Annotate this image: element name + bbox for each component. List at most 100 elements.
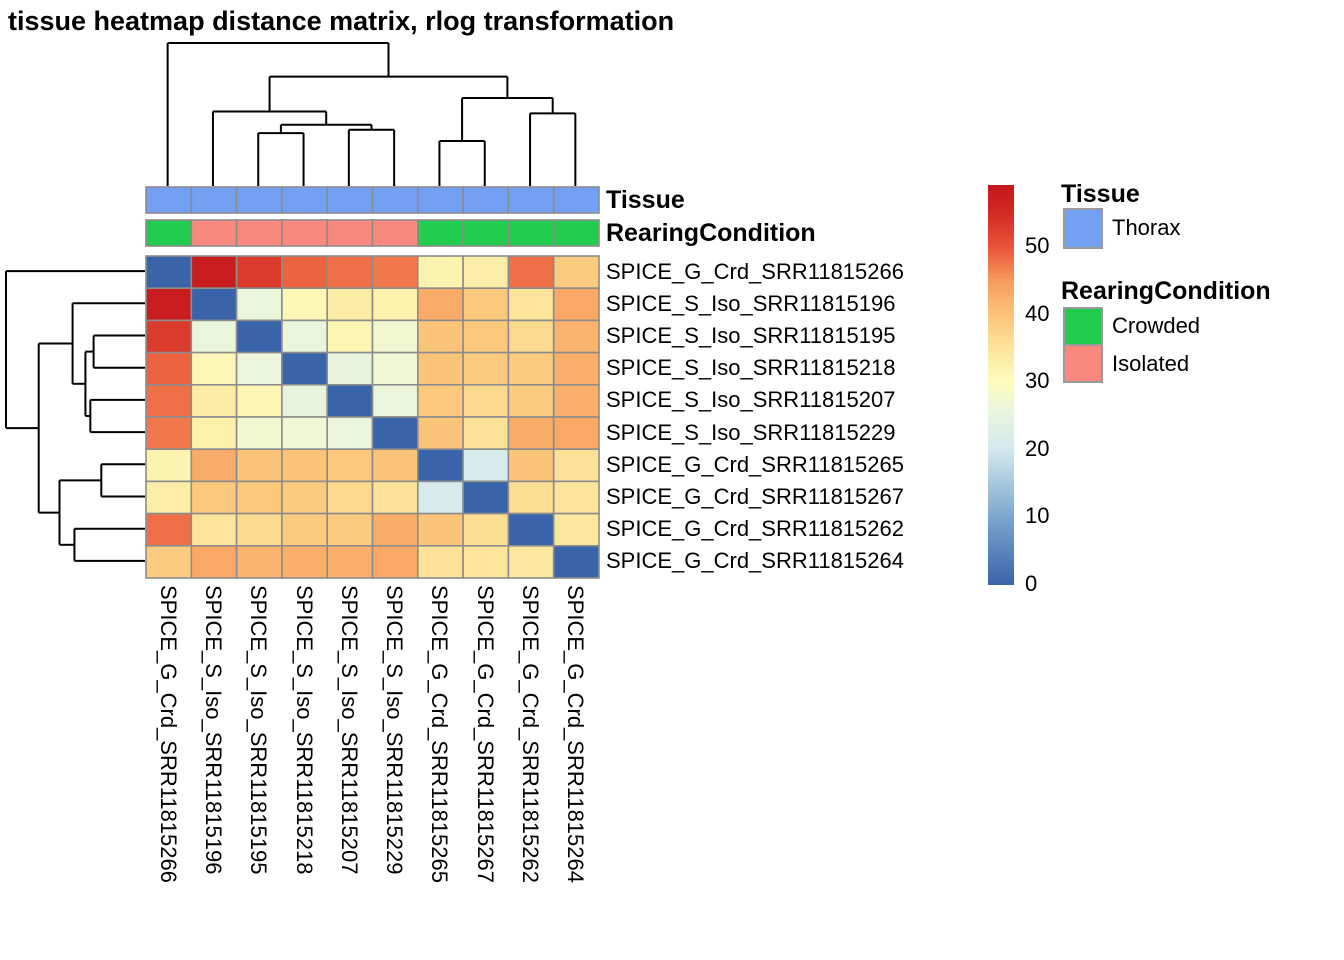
row-label: SPICE_S_Iso_SRR11815218 [606, 355, 896, 381]
heatmap-cell [145, 255, 193, 290]
heatmap-cell [462, 319, 510, 354]
heatmap-cell [552, 544, 600, 579]
heatmap-cell [190, 287, 238, 322]
heatmap-cell [507, 384, 555, 418]
colorbar-tick-label: 40 [1025, 300, 1050, 326]
legend-swatch-isolated [1063, 344, 1103, 383]
heatmap-cell [145, 416, 193, 451]
legend-swatch-thorax [1063, 208, 1103, 249]
heatmap-cell [371, 512, 419, 547]
heatmap-cell [507, 512, 555, 547]
annotation-cell-tissue [462, 186, 510, 214]
legend-swatch-crowded [1063, 307, 1103, 346]
heatmap-cell [145, 448, 193, 483]
heatmap-cell [235, 287, 283, 322]
heatmap-cell [507, 319, 555, 354]
heatmap-cell [190, 512, 238, 547]
heatmap-cell [145, 480, 193, 515]
row-label: SPICE_S_Iso_SRR11815196 [606, 290, 896, 316]
heatmap-cell [281, 351, 328, 386]
heatmap-cell [416, 544, 464, 579]
heatmap-cell [552, 319, 600, 354]
annotation-cell-rearing [507, 219, 555, 247]
annotation-cell-rearing [281, 219, 328, 247]
heatmap-cell [326, 319, 374, 354]
annotation-cell-rearing [145, 219, 193, 247]
annotation-cell-tissue [190, 186, 238, 214]
column-label: SPICE_G_Crd_SRR11815265 [427, 585, 453, 883]
heatmap-cell [281, 480, 328, 515]
rearing-bar-label: RearingCondition [606, 219, 816, 247]
heatmap-cell [371, 255, 419, 290]
heatmap-cell [190, 480, 238, 515]
heatmap-cell [462, 416, 510, 451]
heatmap-cell [235, 384, 283, 418]
column-label: SPICE_S_Iso_SRR11815218 [291, 585, 317, 875]
heatmap-cell [281, 512, 328, 547]
row-label: SPICE_G_Crd_SRR11815264 [606, 548, 904, 574]
heatmap-cell [190, 448, 238, 483]
row-label: SPICE_G_Crd_SRR11815267 [606, 484, 904, 509]
heatmap-cell [507, 416, 555, 451]
heatmap-cell [507, 544, 555, 579]
heatmap-cell [552, 384, 600, 418]
heatmap-cell [190, 544, 238, 579]
heatmap-cell [416, 319, 464, 354]
heatmap-cell [371, 319, 419, 354]
heatmap-cell [507, 480, 555, 515]
annotation-cell-tissue [552, 186, 600, 214]
heatmap-cell [371, 351, 419, 386]
heatmap-cell [281, 544, 328, 579]
annotation-cell-rearing [462, 219, 510, 247]
heatmap-cell [507, 287, 555, 322]
heatmap-cell [235, 319, 283, 354]
heatmap-cell [190, 351, 238, 386]
heatmap-cell [416, 351, 464, 386]
annotation-cell-rearing [190, 219, 238, 247]
heatmap-cell [326, 384, 374, 418]
heatmap-cell [416, 448, 464, 483]
annotation-cell-rearing [371, 219, 419, 247]
heatmap-cell [281, 416, 328, 451]
heatmap-cell [462, 351, 510, 386]
heatmap-cell [190, 416, 238, 451]
heatmap-cell [235, 448, 283, 483]
annotation-cell-tissue [326, 186, 374, 214]
legend-item-thorax: Thorax [1112, 215, 1181, 240]
heatmap-cell [552, 512, 600, 547]
heatmap-cell [281, 384, 328, 418]
colorbar-tick-label: 30 [1025, 368, 1050, 394]
heatmap-cell [326, 287, 374, 322]
rearing-annotation-bar [145, 219, 600, 247]
row-label: SPICE_G_Crd_SRR11815266 [606, 258, 904, 284]
heatmap-cell [235, 416, 283, 451]
heatmap-matrix [145, 255, 600, 579]
heatmap-cell [507, 255, 555, 290]
row-label: SPICE_S_Iso_SRR11815229 [606, 419, 896, 445]
row-label: SPICE_S_Iso_SRR11815195 [606, 323, 896, 348]
heatmap-cell [462, 384, 510, 418]
annotation-cell-rearing [326, 219, 374, 247]
heatmap-cell [371, 480, 419, 515]
heatmap-cell [507, 351, 555, 386]
colorbar-gradient [988, 185, 1014, 585]
row-label: SPICE_S_Iso_SRR11815207 [606, 387, 896, 413]
heatmap-cell [416, 384, 464, 418]
annotation-cell-tissue [281, 186, 328, 214]
heatmap-cell [326, 351, 374, 386]
heatmap-cell [235, 351, 283, 386]
column-label: SPICE_G_Crd_SRR11815262 [518, 585, 544, 883]
heatmap-cell [507, 448, 555, 483]
annotation-cell-rearing [416, 219, 464, 247]
column-label: SPICE_S_Iso_SRR11815229 [382, 585, 408, 875]
heatmap-cell [326, 512, 374, 547]
heatmap-cell [416, 287, 464, 322]
heatmap-cell [145, 512, 193, 547]
heatmap-cell [190, 384, 238, 418]
tissue-bar-label: Tissue [606, 186, 685, 214]
heatmap-cell [145, 384, 193, 418]
annotation-cell-tissue [371, 186, 419, 214]
column-label: SPICE_G_Crd_SRR11815267 [472, 585, 498, 883]
heatmap-cell [145, 544, 193, 579]
heatmap-cell [371, 416, 419, 451]
